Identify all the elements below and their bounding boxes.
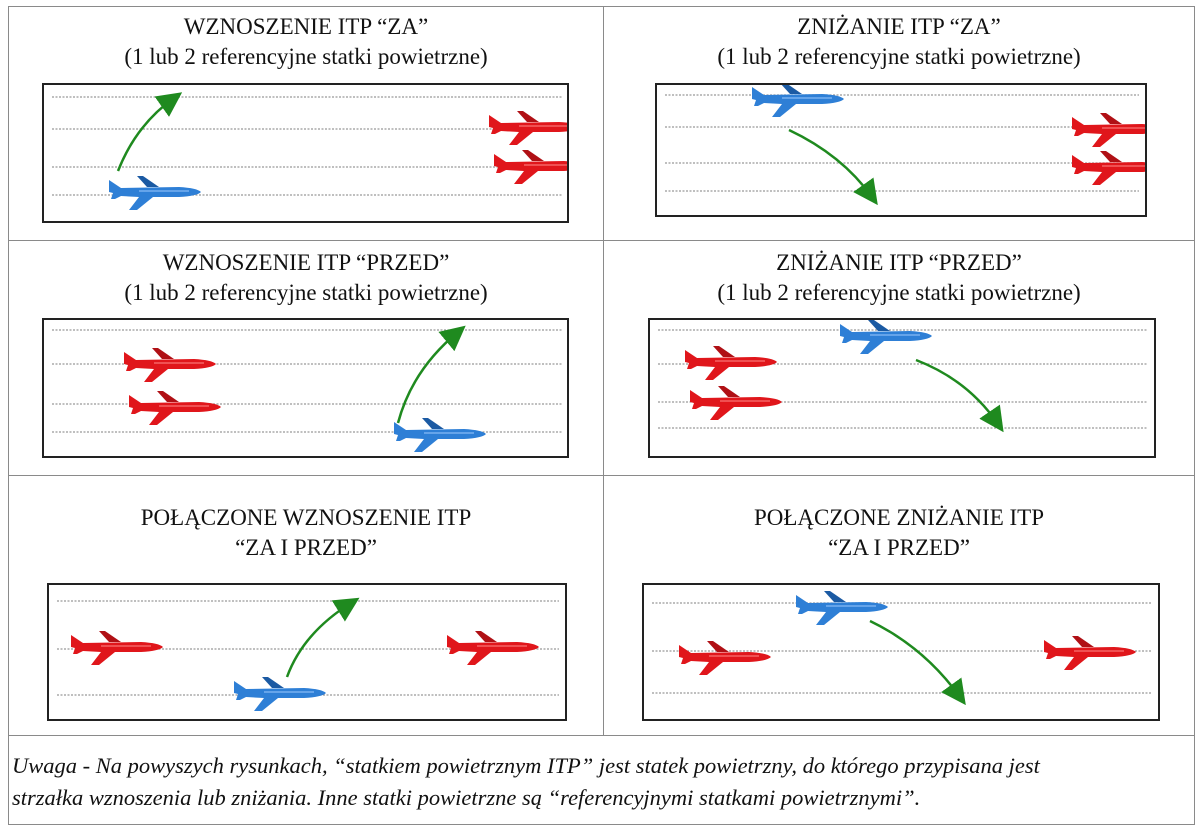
panel-climb-behind-drawing bbox=[52, 92, 567, 211]
flight-levels bbox=[52, 329, 562, 433]
outer-left-border bbox=[8, 6, 9, 825]
itp-aircraft bbox=[393, 417, 487, 453]
panel-climb-ahead bbox=[42, 318, 569, 458]
cell-title-combined-descent: POŁĄCZONE ZNIŻANIE ITP“ZA I PRZED” bbox=[753, 505, 1044, 560]
reference-aircraft bbox=[1071, 112, 1145, 148]
reference-aircraft bbox=[446, 630, 540, 666]
reference-aircraft bbox=[128, 390, 222, 426]
descent-arrow bbox=[869, 619, 966, 706]
cell-title-descent-ahead: ZNIŻANIE ITP “PRZED”(1 lub 2 referencyjn… bbox=[717, 250, 1081, 305]
climb-arrow bbox=[116, 92, 183, 172]
reference-aircraft bbox=[488, 110, 567, 146]
panel-combined-descent-drawing bbox=[652, 590, 1152, 706]
flight-levels bbox=[52, 96, 562, 196]
note-line-2: strzałka wznoszenia lub zniżania. Inne s… bbox=[12, 785, 921, 810]
itp-aircraft bbox=[108, 175, 202, 211]
panel-descent-behind-drawing bbox=[665, 85, 1145, 206]
itp-aircraft bbox=[839, 320, 933, 355]
panel-combined-descent bbox=[642, 583, 1160, 721]
climb-arrow bbox=[285, 597, 360, 678]
reference-aircraft bbox=[1071, 150, 1145, 186]
cell-title-climb-behind: WZNOSZENIE ITP “ZA”(1 lub 2 referencyjne… bbox=[124, 14, 488, 69]
flight-levels bbox=[658, 329, 1148, 429]
outer-bottom-border bbox=[8, 824, 1194, 825]
column-divider bbox=[603, 6, 604, 735]
reference-aircraft bbox=[689, 385, 783, 421]
panel-combined-climb bbox=[47, 583, 567, 721]
climb-arrow bbox=[396, 325, 466, 424]
reference-aircraft bbox=[123, 347, 217, 383]
panel-climb-behind bbox=[42, 83, 569, 223]
row-divider-3 bbox=[8, 735, 1194, 736]
reference-aircraft bbox=[70, 630, 164, 666]
cell-title-descent-behind: ZNIŻANIE ITP “ZA”(1 lub 2 referencyjne s… bbox=[717, 14, 1081, 69]
reference-aircraft bbox=[678, 640, 772, 676]
panel-descent-ahead-drawing bbox=[658, 320, 1148, 433]
itp-aircraft bbox=[233, 676, 327, 712]
reference-aircraft bbox=[1043, 635, 1137, 671]
descent-arrow bbox=[915, 358, 1004, 433]
row-divider-2 bbox=[8, 475, 1194, 476]
panel-climb-ahead-drawing bbox=[52, 325, 562, 453]
descent-arrow bbox=[788, 128, 878, 206]
cell-title-combined-climb: POŁĄCZONE WZNOSZENIE ITP“ZA I PRZED” bbox=[140, 505, 472, 560]
note-text: Uwaga - Na powyszych rysunkach, “statkie… bbox=[12, 750, 1040, 814]
reference-aircraft bbox=[684, 345, 778, 381]
panel-descent-behind bbox=[655, 83, 1147, 217]
panel-descent-ahead bbox=[648, 318, 1156, 458]
reference-aircraft bbox=[493, 149, 567, 185]
itp-aircraft bbox=[795, 590, 889, 626]
note-line-1: Uwaga - Na powyszych rysunkach, “statkie… bbox=[12, 753, 1040, 778]
itp-aircraft bbox=[751, 85, 845, 118]
outer-right-border bbox=[1194, 6, 1195, 825]
cell-title-climb-ahead: WZNOSZENIE ITP “PRZED”(1 lub 2 referency… bbox=[124, 250, 488, 305]
flight-levels bbox=[665, 94, 1139, 192]
panel-combined-climb-drawing bbox=[57, 597, 559, 712]
row-divider-1 bbox=[8, 240, 1194, 241]
outer-top-border bbox=[8, 6, 1194, 7]
